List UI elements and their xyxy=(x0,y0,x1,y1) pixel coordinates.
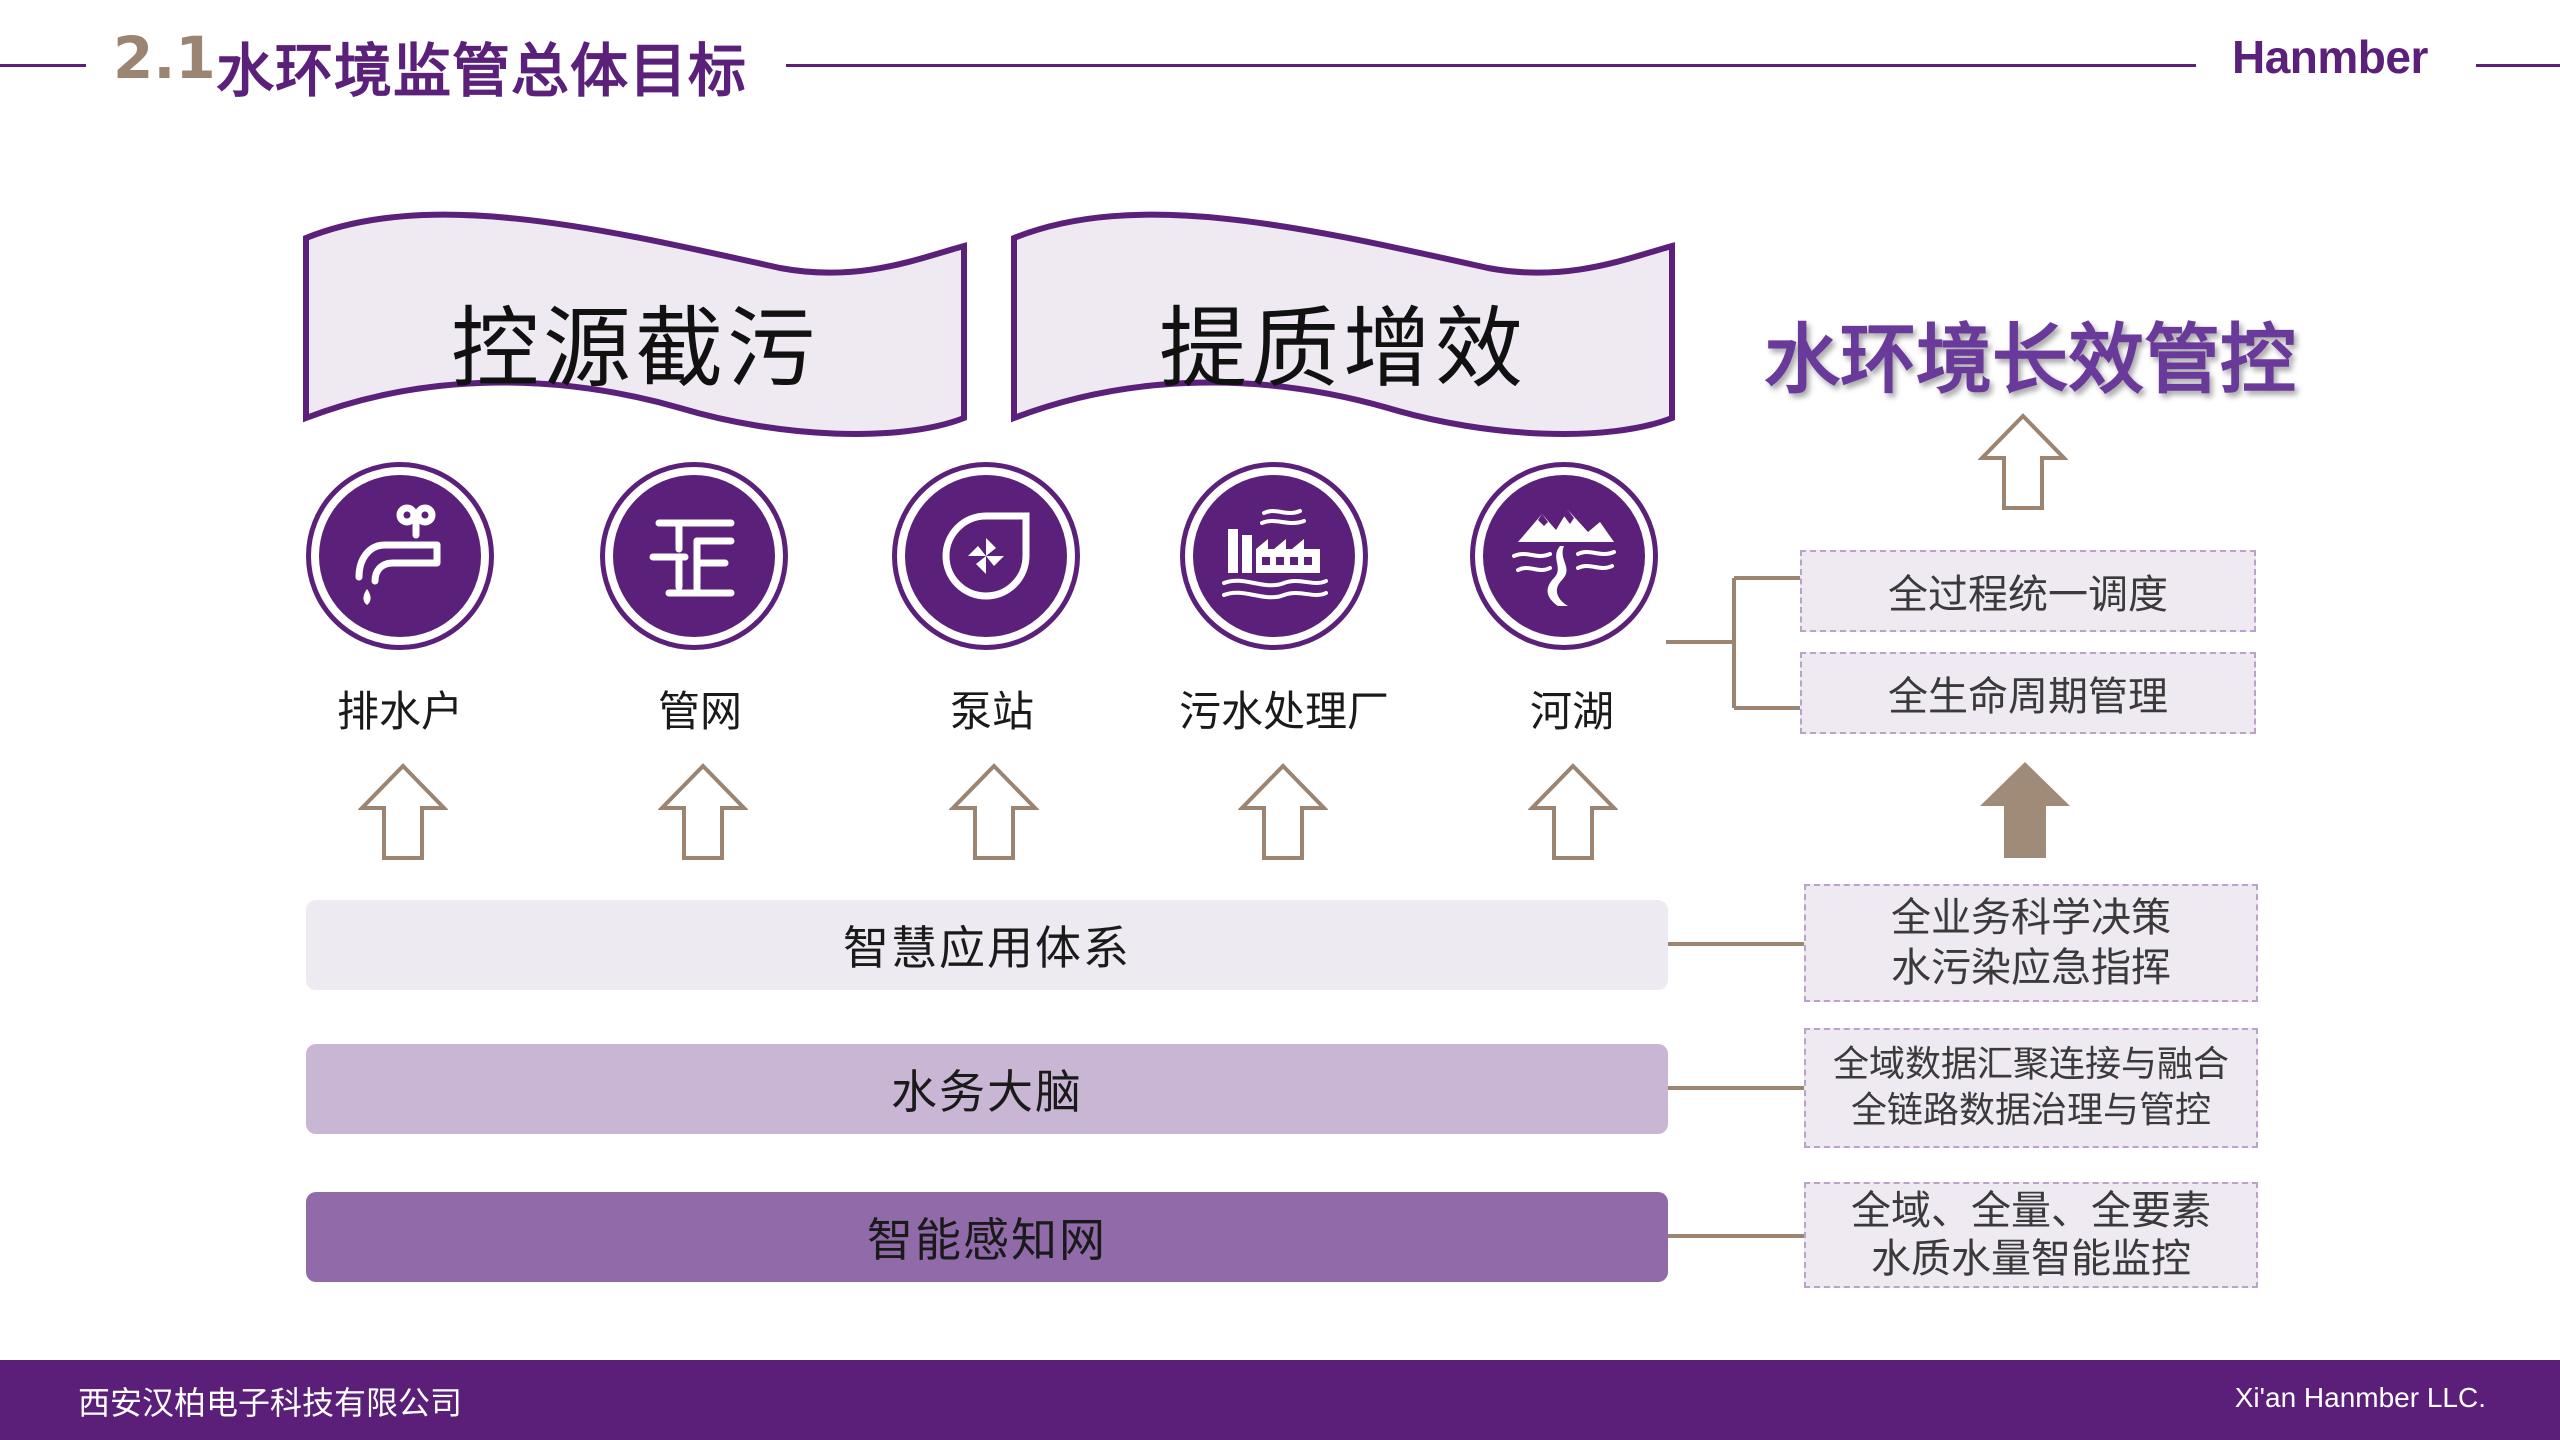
factory-icon xyxy=(1222,509,1328,600)
node-pump-station-circle xyxy=(892,462,1080,650)
node-discharger-circle xyxy=(306,462,494,650)
node-river-lake-label: 河湖 xyxy=(1529,687,1614,736)
pipe-network-icon xyxy=(649,519,735,597)
up-arrow-solid-icon xyxy=(1980,762,2070,858)
sensing-box: 全域、全量、全要素 水质水量智能监控 xyxy=(1804,1182,2258,1288)
pump-icon xyxy=(942,512,1030,600)
node-treatment-plant-circle xyxy=(1180,462,1368,650)
up-arrow-outline-icon xyxy=(1238,763,1328,860)
management-box-text: 全生命周期管理 xyxy=(1888,674,2168,720)
banner-quality-efficiency-text: 提质增效 xyxy=(1158,297,1527,400)
brain-box-line2: 全链路数据治理与管控 xyxy=(1850,1090,2211,1131)
header-rule-middle xyxy=(786,64,2196,67)
management-box-unified-dispatch: 全过程统一调度 xyxy=(1800,550,2256,632)
sensing-box-line2: 水质水量智能监控 xyxy=(1871,1236,2191,1282)
page-title: 水环境监管总体目标 xyxy=(216,37,748,105)
application-box-line2: 水污染应急指挥 xyxy=(1891,945,2171,991)
header-rule-left xyxy=(0,64,86,67)
node-pump-station-label: 泵站 xyxy=(949,687,1034,736)
node-discharger-label: 排水户 xyxy=(336,687,463,736)
up-arrow-outline-icon xyxy=(1528,763,1618,860)
up-arrow-outline-icon xyxy=(658,763,748,860)
management-box-lifecycle: 全生命周期管理 xyxy=(1800,652,2256,734)
banner-source-control: 控源截污 xyxy=(300,208,970,458)
brain-box-line1: 全域数据汇聚连接与融合 xyxy=(1832,1044,2229,1085)
up-arrow-outline-icon xyxy=(949,763,1039,860)
brand-logo: Hanmber xyxy=(2232,31,2428,83)
node-pipe-network-label: 管网 xyxy=(657,687,742,736)
node-river-lake-circle xyxy=(1470,462,1658,650)
node-treatment-plant-label: 污水处理厂 xyxy=(1178,687,1389,736)
banner-source-control-text: 控源截污 xyxy=(450,297,819,400)
wave-banner-shape xyxy=(303,211,967,437)
layer-water-brain: 水务大脑 xyxy=(306,1044,1668,1134)
footer-company-cn: 西安汉柏电子科技有限公司 xyxy=(78,1384,463,1422)
footer-company-en: Xi'an Hanmber LLC. xyxy=(2234,1382,2486,1413)
banner-quality-efficiency: 提质增效 xyxy=(1008,208,1678,458)
wave-banner-shape xyxy=(1011,211,1675,437)
layer-smart-sensing: 智能感知网 xyxy=(306,1192,1668,1282)
application-box-line1: 全业务科学决策 xyxy=(1891,895,2171,941)
section-number: 2.1 xyxy=(113,24,216,92)
management-box-text: 全过程统一调度 xyxy=(1888,572,2168,618)
layer-smart-application: 智慧应用体系 xyxy=(306,900,1668,990)
goal-title: 水环境长效管控 xyxy=(1764,315,2296,404)
application-box: 全业务科学决策 水污染应急指挥 xyxy=(1804,884,2258,1002)
header-rule-right xyxy=(2476,64,2560,67)
up-arrow-outline-icon xyxy=(358,763,448,860)
up-arrow-outline-icon xyxy=(1978,413,2068,510)
faucet-icon xyxy=(355,504,441,605)
footer-bar: 西安汉柏电子科技有限公司 Xi'an Hanmber LLC. xyxy=(0,1360,2560,1440)
node-pipe-network-circle xyxy=(600,462,788,650)
brain-box: 全域数据汇聚连接与融合 全链路数据治理与管控 xyxy=(1804,1028,2258,1148)
river-lake-icon xyxy=(1512,510,1616,606)
sensing-box-line1: 全域、全量、全要素 xyxy=(1851,1188,2211,1234)
